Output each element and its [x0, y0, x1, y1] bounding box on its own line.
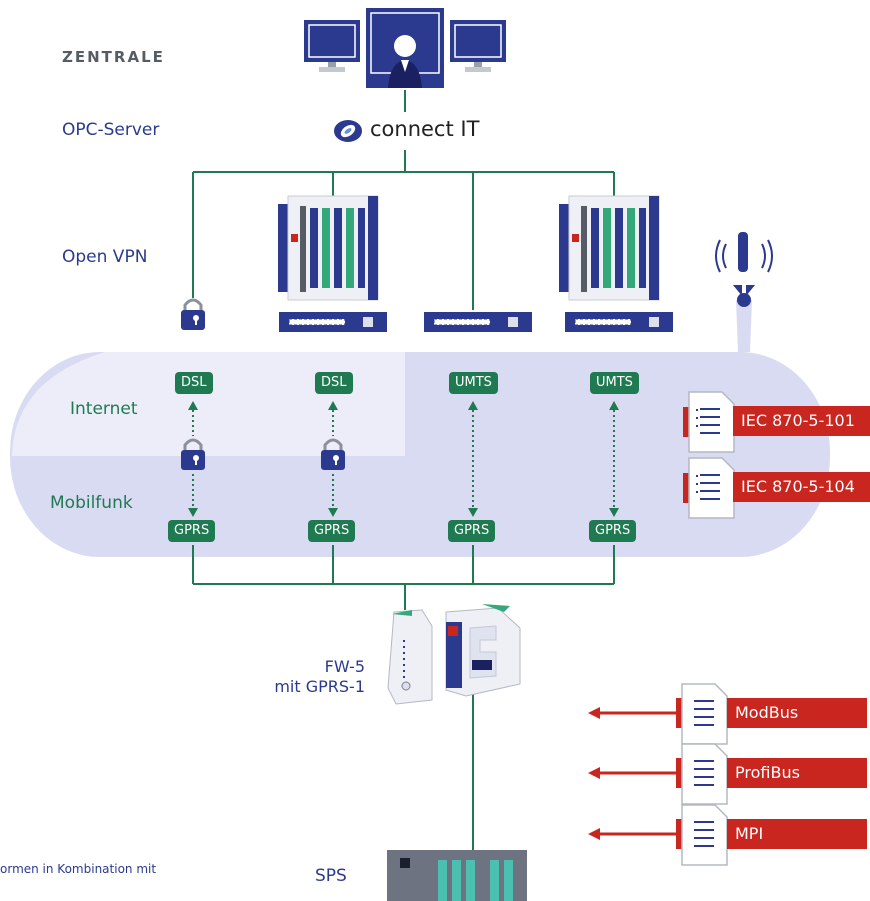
- protocol-bar-mpi: MPI: [727, 819, 867, 849]
- zentrale-label: ZENTRALE: [62, 48, 165, 66]
- document-icon: [683, 391, 735, 453]
- opc-server-label: OPC-Server: [62, 120, 160, 140]
- document-icon: [683, 457, 735, 519]
- channel-top-badge: DSL: [315, 372, 353, 394]
- connect-it-logo-text: connect IT: [370, 117, 480, 141]
- document-icon: [676, 743, 728, 805]
- monitor-icon: [304, 20, 360, 72]
- fw5-label: FW-5 mit GPRS-1: [200, 657, 365, 697]
- channel-top-badge: UMTS: [449, 372, 498, 394]
- arrowheads: [188, 401, 619, 517]
- connection-lines: [192, 90, 615, 850]
- fw5-device-icon: [387, 604, 521, 705]
- protocol-bar-iec-101: IEC 870-5-101: [733, 406, 870, 436]
- mobilfunk-label: Mobilfunk: [50, 493, 133, 513]
- router-icon: [565, 312, 673, 332]
- document-icon: [676, 804, 728, 866]
- channel-bottom-badge: GPRS: [168, 520, 216, 542]
- lock-icon: [181, 438, 205, 470]
- fw5-label-line2: mit GPRS-1: [274, 677, 365, 696]
- router-icon: [424, 312, 532, 332]
- sps-label: SPS: [315, 866, 347, 886]
- channel-bottom-badge: GPRS: [308, 520, 356, 542]
- sps-device-icon: [387, 850, 527, 901]
- fw5-label-line1: FW-5: [324, 657, 365, 676]
- open-vpn-label: Open VPN: [62, 247, 148, 267]
- protocol-bar-iec-104: IEC 870-5-104: [733, 472, 870, 502]
- protocol-bar-profibus: ProfiBus: [727, 758, 867, 788]
- protocol-arrows: [588, 707, 676, 840]
- internet-label: Internet: [70, 399, 138, 419]
- channel-top-badge: DSL: [175, 372, 213, 394]
- server-rack-icon: [559, 195, 660, 301]
- channel-bottom-badge: GPRS: [448, 520, 496, 542]
- footnote-text: ormen in Kombination mit: [0, 862, 157, 876]
- channel-bottom-badge: GPRS: [589, 520, 637, 542]
- lock-icon: [181, 298, 205, 330]
- connect-it-logo-icon: [334, 120, 362, 142]
- protocol-bar-modbus: ModBus: [727, 698, 867, 728]
- lock-icon: [321, 438, 345, 470]
- link-arrows: [192, 410, 615, 508]
- antenna-icon: [715, 232, 773, 352]
- internet-zone: [12, 352, 405, 456]
- document-icon: [676, 683, 728, 745]
- channel-top-badge: UMTS: [590, 372, 639, 394]
- router-icon: [279, 312, 387, 332]
- operator-monitor-icon: [366, 8, 444, 88]
- server-rack-icon: [278, 195, 379, 301]
- monitor-icon: [450, 20, 506, 72]
